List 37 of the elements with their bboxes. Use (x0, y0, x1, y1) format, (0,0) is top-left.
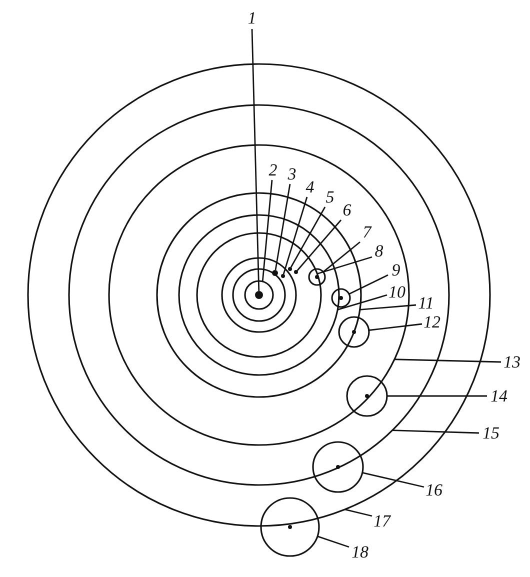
leader-line (317, 256, 372, 274)
leader-line (262, 180, 273, 282)
callout-number: 3 (288, 166, 296, 182)
leader-line (322, 241, 360, 272)
callout-number: 14 (490, 388, 508, 404)
leader-line (282, 196, 308, 274)
leader-line (387, 395, 487, 397)
callout-number: 18 (352, 544, 368, 560)
callout-number: 15 (482, 424, 500, 442)
callout-number: 1 (248, 10, 256, 26)
leader-line (274, 184, 291, 270)
callout-number: 2 (268, 162, 278, 178)
leader-line (362, 472, 424, 488)
callout-number: 9 (392, 262, 400, 278)
callout-number: 12 (424, 314, 440, 330)
leader-line (296, 220, 342, 271)
callout-number: 8 (374, 242, 384, 260)
leader-line (251, 28, 260, 292)
callout-number: 11 (418, 294, 434, 312)
leader-line (348, 274, 388, 295)
callout-number: 16 (426, 482, 442, 498)
callout-number: 13 (504, 354, 520, 370)
leader-line (337, 294, 388, 310)
callout-number: 10 (388, 284, 406, 300)
leader-line (317, 536, 350, 548)
callout-number: 5 (326, 188, 334, 206)
leader-line (290, 206, 326, 268)
callout-number: 4 (306, 178, 314, 196)
leader-line (344, 508, 372, 517)
callout-number: 7 (362, 224, 372, 240)
leader-line (394, 358, 502, 363)
leader-line (360, 304, 416, 310)
callout-number: 6 (342, 202, 352, 218)
leader-line (368, 323, 422, 331)
callout-number: 17 (374, 512, 390, 530)
planet-circle (260, 497, 320, 557)
leader-line (392, 430, 480, 434)
